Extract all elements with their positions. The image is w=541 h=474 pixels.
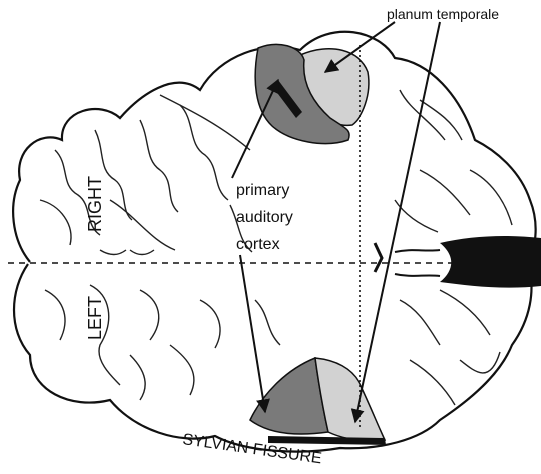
arrow-auditory-to-right	[232, 80, 278, 178]
primary-auditory-cortex-label: primary auditory cortex	[236, 182, 293, 253]
left-hemisphere-label: LEFT	[85, 296, 105, 340]
planum-temporale-label: planum temporale	[387, 6, 499, 22]
primary-auditory-cortex-line-1: primary	[236, 182, 289, 199]
primary-auditory-cortex-line-3: cortex	[236, 236, 280, 253]
left-frontal-marks	[100, 250, 154, 255]
right-hemisphere-label: RIGHT	[85, 176, 105, 232]
arrow-auditory-to-left	[240, 255, 265, 412]
brainstem-feature	[375, 236, 541, 288]
primary-auditory-cortex-line-2: auditory	[236, 209, 293, 226]
